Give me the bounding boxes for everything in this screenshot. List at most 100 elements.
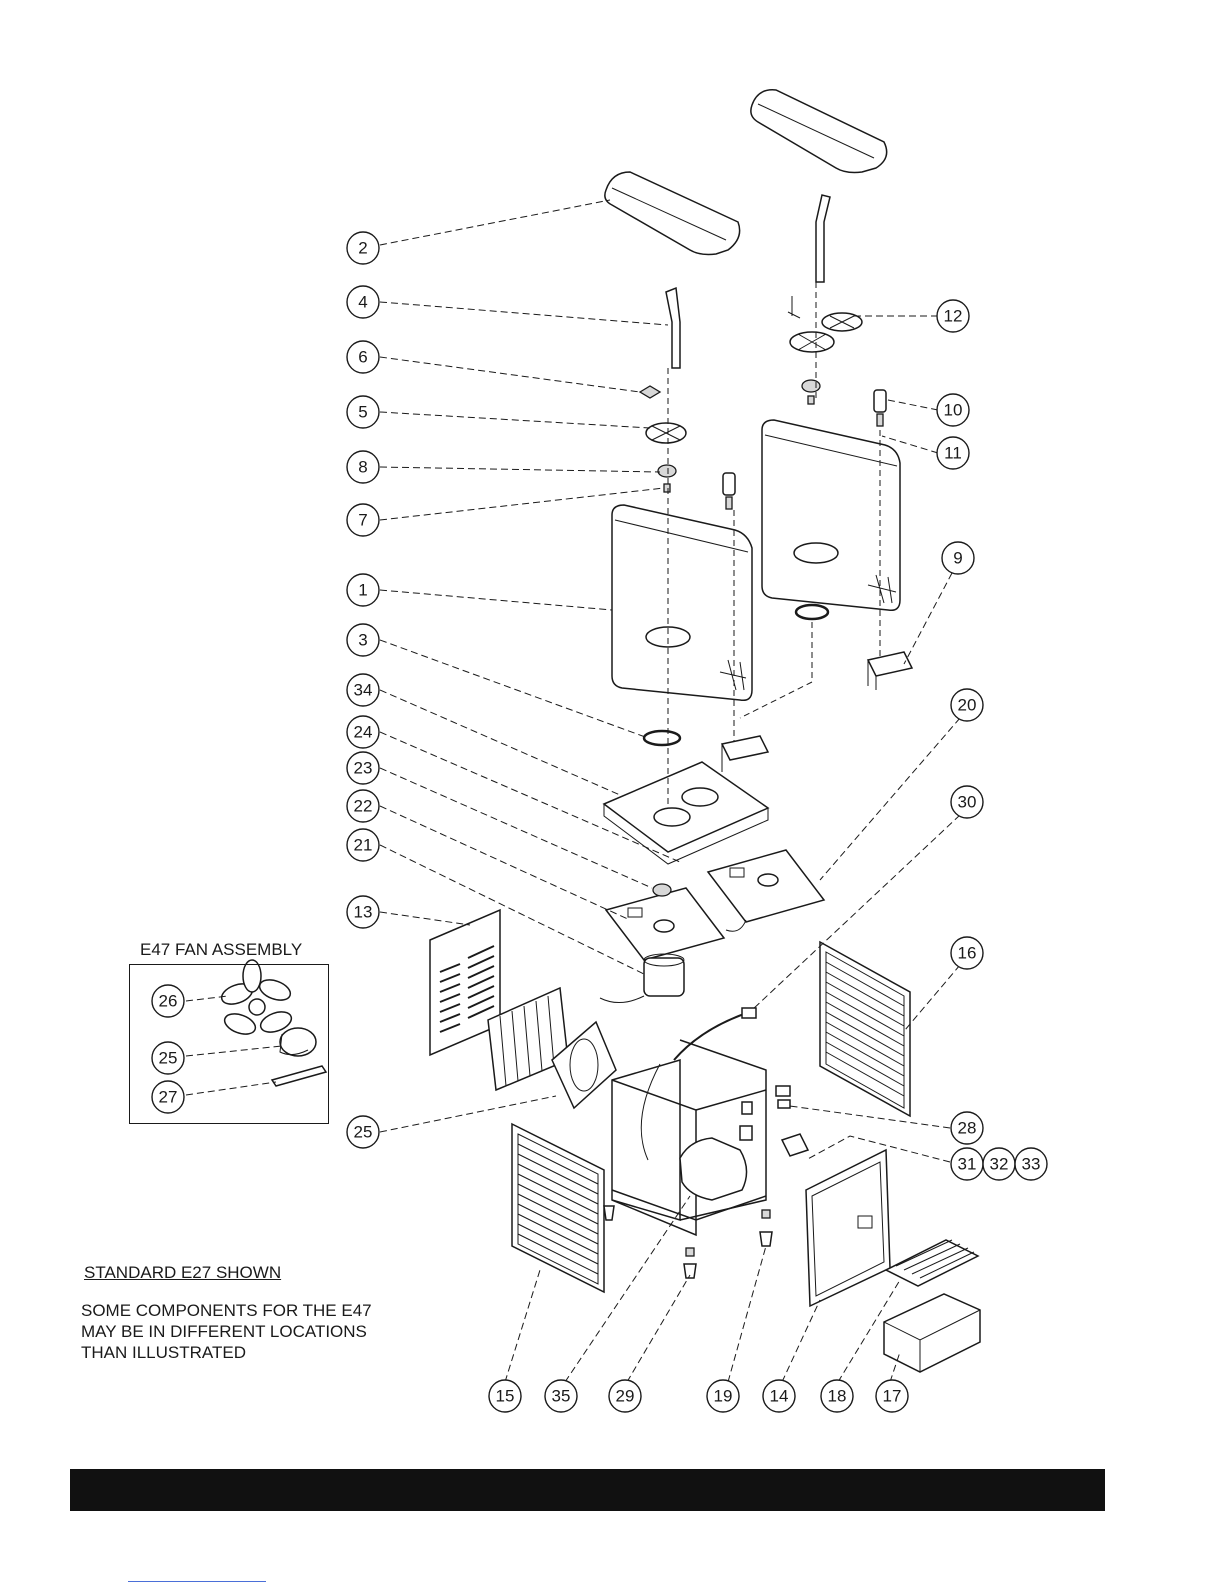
svg-text:11: 11	[944, 444, 962, 463]
callout-5: 5	[347, 396, 379, 428]
svg-text:13: 13	[354, 903, 373, 922]
part-drip-bracket-left	[722, 736, 768, 772]
svg-text:20: 20	[958, 696, 977, 715]
svg-text:28: 28	[958, 1119, 977, 1138]
callout-34: 34	[347, 674, 379, 706]
part-lid-right	[751, 90, 887, 173]
svg-text:17: 17	[883, 1387, 902, 1406]
callout-1: 1	[347, 574, 379, 606]
part-feet-19	[760, 1210, 772, 1246]
part-compressor-35	[680, 1138, 747, 1200]
callout-17: 17	[876, 1380, 908, 1412]
svg-text:30: 30	[958, 793, 977, 812]
callout-29: 29	[609, 1380, 641, 1412]
callout-33: 33	[1015, 1148, 1047, 1180]
svg-text:35: 35	[552, 1387, 571, 1406]
callout-16: 16	[951, 937, 983, 969]
callout-30: 30	[951, 786, 983, 818]
part-gear-motor-21	[600, 954, 684, 1003]
callout-2: 2	[347, 232, 379, 264]
part-front-louver-15	[512, 1124, 604, 1292]
svg-text:15: 15	[496, 1387, 515, 1406]
svg-text:1: 1	[358, 581, 367, 600]
svg-text:9: 9	[953, 549, 962, 568]
svg-text:32: 32	[990, 1155, 1009, 1174]
callout-31: 31	[951, 1148, 983, 1180]
svg-text:22: 22	[354, 797, 373, 816]
part-tube-left	[666, 288, 680, 368]
callout-9: 9	[942, 542, 974, 574]
svg-text:7: 7	[358, 511, 367, 530]
part-valve-left	[723, 473, 735, 509]
svg-text:14: 14	[770, 1387, 789, 1406]
part-drip-tray-17	[884, 1294, 980, 1372]
callout-35: 35	[545, 1380, 577, 1412]
svg-text:18: 18	[828, 1387, 847, 1406]
callout-15: 15	[489, 1380, 521, 1412]
svg-text:3: 3	[358, 631, 367, 650]
callout-25: 25	[347, 1116, 379, 1148]
svg-text:19: 19	[714, 1387, 733, 1406]
svg-text:12: 12	[944, 307, 963, 326]
location-note: SOME COMPONENTS FOR THE E47 MAY BE IN DI…	[81, 1300, 372, 1363]
callout-11: 11	[937, 437, 969, 469]
callout-20: 20	[951, 689, 983, 721]
svg-text:33: 33	[1022, 1155, 1041, 1174]
part-nut-right	[802, 380, 820, 404]
part-pin-7	[664, 484, 670, 492]
callout-18: 18	[821, 1380, 853, 1412]
svg-text:21: 21	[354, 836, 373, 855]
part-switch-31	[782, 1134, 808, 1156]
part-washer-6	[640, 386, 660, 398]
svg-text:8: 8	[358, 458, 367, 477]
part-agitator-disc-5	[646, 423, 686, 443]
footer-link-underline	[128, 1581, 266, 1582]
footer-bar	[70, 1469, 1105, 1511]
callout-8: 8	[347, 451, 379, 483]
callout-23: 23	[347, 752, 379, 784]
callout-13: 13	[347, 896, 379, 928]
part-side-panel-16	[820, 942, 910, 1116]
part-motor-bracket-20	[708, 850, 824, 931]
part-nut-8	[658, 465, 676, 477]
part-lid-left	[605, 172, 740, 255]
svg-text:6: 6	[358, 348, 367, 367]
callout-12: 12	[937, 300, 969, 332]
svg-text:29: 29	[616, 1387, 635, 1406]
callout-28: 28	[951, 1112, 983, 1144]
svg-text:16: 16	[958, 944, 977, 963]
part-relay-28	[740, 1086, 790, 1140]
part-feet-29	[604, 1206, 696, 1278]
inset-title: E47 FAN ASSEMBLY	[140, 939, 302, 960]
svg-text:10: 10	[944, 401, 963, 420]
svg-text:2: 2	[358, 239, 367, 258]
callout-22: 22	[347, 790, 379, 822]
part-bowl-right	[762, 420, 900, 610]
part-front-panel-14	[806, 1150, 890, 1306]
part-tube-right	[816, 195, 830, 282]
callout-24: 24	[347, 716, 379, 748]
part-valve-10	[874, 390, 886, 426]
svg-text:5: 5	[358, 403, 367, 422]
svg-text:31: 31	[958, 1155, 977, 1174]
callout-19: 19	[707, 1380, 739, 1412]
callout-10: 10	[937, 394, 969, 426]
part-drip-bracket-9	[868, 652, 912, 690]
standard-shown-note: STANDARD E27 SHOWN	[84, 1262, 281, 1283]
part-bowl-left	[612, 505, 752, 700]
svg-text:24: 24	[354, 723, 373, 742]
part-evaporator-plate-34	[604, 762, 768, 864]
svg-text:34: 34	[354, 681, 373, 700]
part-agitator-disc-12	[788, 296, 862, 352]
callout-4: 4	[347, 286, 379, 318]
part-motor-bracket-22	[606, 884, 724, 960]
svg-text:4: 4	[358, 293, 367, 312]
callout-32: 32	[983, 1148, 1015, 1180]
fan-assembly-inset-box	[129, 964, 329, 1124]
callout-14: 14	[763, 1380, 795, 1412]
svg-text:23: 23	[354, 759, 373, 778]
callout-6: 6	[347, 341, 379, 373]
callout-21: 21	[347, 829, 379, 861]
callout-7: 7	[347, 504, 379, 536]
part-gasket-3	[644, 731, 680, 745]
